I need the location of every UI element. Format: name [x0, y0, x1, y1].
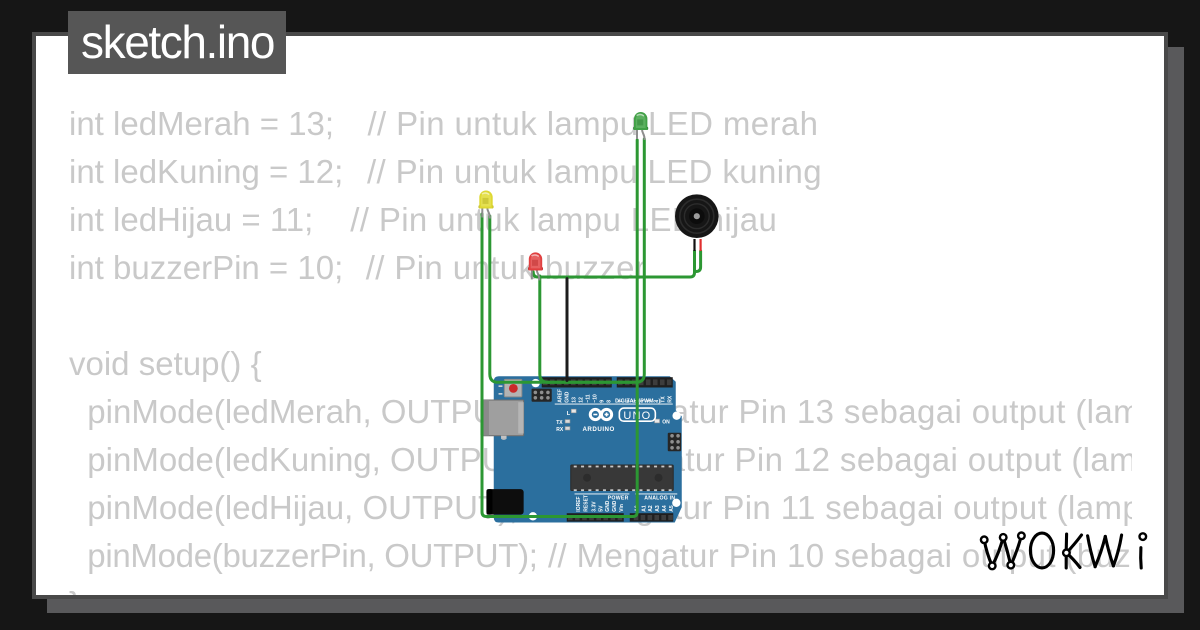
svg-text:2: 2 — [653, 400, 659, 403]
svg-text:GND: GND — [605, 500, 611, 512]
svg-text:A1: A1 — [641, 505, 647, 512]
svg-text:RX: RX — [556, 427, 564, 433]
svg-text:4: 4 — [639, 400, 645, 403]
svg-text:ANALOG IN: ANALOG IN — [644, 496, 675, 502]
svg-text:~11: ~11 — [585, 394, 591, 402]
svg-text:ARDUINO: ARDUINO — [582, 426, 614, 433]
svg-text:A2: A2 — [648, 505, 654, 512]
svg-text:AREF: AREF — [557, 389, 563, 403]
svg-text:IOREF: IOREF — [576, 496, 582, 511]
svg-text:TX: TX — [660, 396, 666, 403]
svg-text:GND: GND — [564, 391, 570, 403]
svg-text:RESET: RESET — [584, 495, 590, 512]
svg-text:TX: TX — [556, 420, 563, 426]
svg-text:POWER: POWER — [608, 496, 629, 502]
svg-text:5: 5 — [632, 400, 638, 403]
svg-text:L: L — [567, 411, 571, 417]
svg-text:Vin: Vin — [619, 504, 625, 512]
svg-text:3.3V: 3.3V — [591, 501, 597, 512]
svg-text:9: 9 — [599, 400, 605, 403]
svg-text:A5: A5 — [669, 505, 675, 512]
svg-text:7: 7 — [618, 400, 624, 403]
svg-text:12: 12 — [578, 397, 584, 403]
svg-text:3: 3 — [646, 400, 652, 403]
svg-text:5V: 5V — [598, 505, 604, 512]
svg-text:A3: A3 — [655, 505, 661, 512]
svg-text:~10: ~10 — [592, 394, 598, 403]
svg-text:ON: ON — [662, 420, 670, 426]
svg-text:8: 8 — [606, 400, 612, 403]
svg-text:6: 6 — [625, 400, 631, 403]
svg-text:GND: GND — [612, 500, 618, 512]
svg-text:RX: RX — [667, 395, 673, 403]
svg-text:13: 13 — [571, 397, 577, 403]
svg-text:A4: A4 — [662, 505, 668, 512]
